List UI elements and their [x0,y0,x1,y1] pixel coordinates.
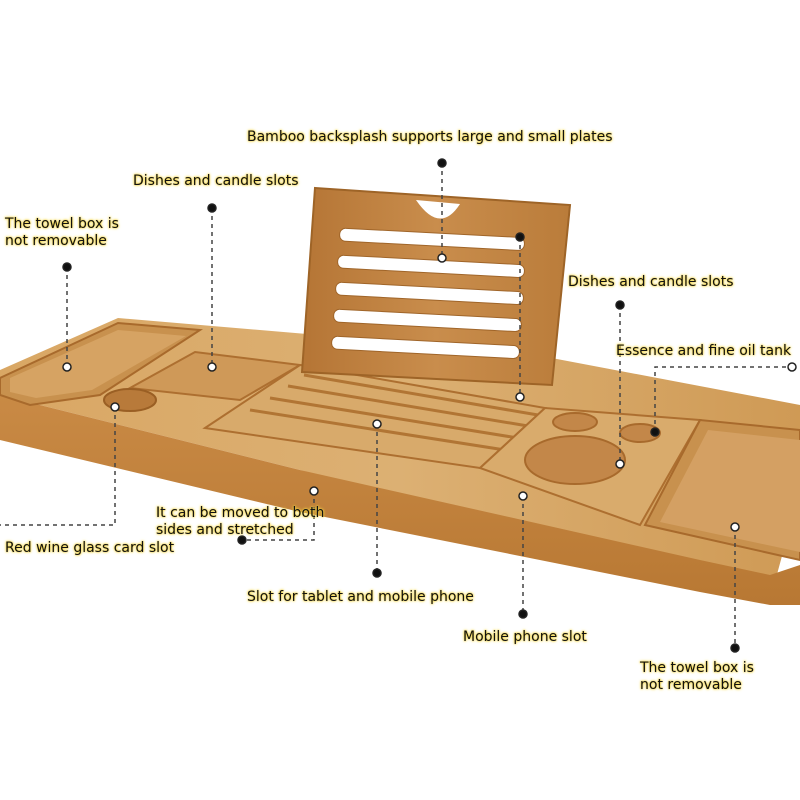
label-dishes-left: Dishes and candle slots [133,173,299,189]
label-towel-left: The towel box is not removable [5,216,119,249]
label-mobile: Mobile phone slot [463,629,587,645]
leader-lines [0,163,792,648]
label-moved: It can be moved to both sides and stretc… [156,505,325,538]
label-wine: Red wine glass card slot [5,540,175,556]
label-tablet: Slot for tablet and mobile phone [247,589,474,605]
small-round-slot [552,412,598,432]
leader-dots [62,158,797,653]
label-dishes-right: Dishes and candle slots [568,274,734,290]
label-essence: Essence and fine oil tank [616,343,792,359]
bamboo-backsplash [300,186,572,387]
large-round-slot [524,435,626,485]
label-backsplash: Bamboo backsplash supports large and sma… [247,129,613,145]
tray-front-edge [0,395,800,605]
bamboo-tray [0,318,800,605]
label-towel-right: The towel box is not removable [640,660,754,693]
